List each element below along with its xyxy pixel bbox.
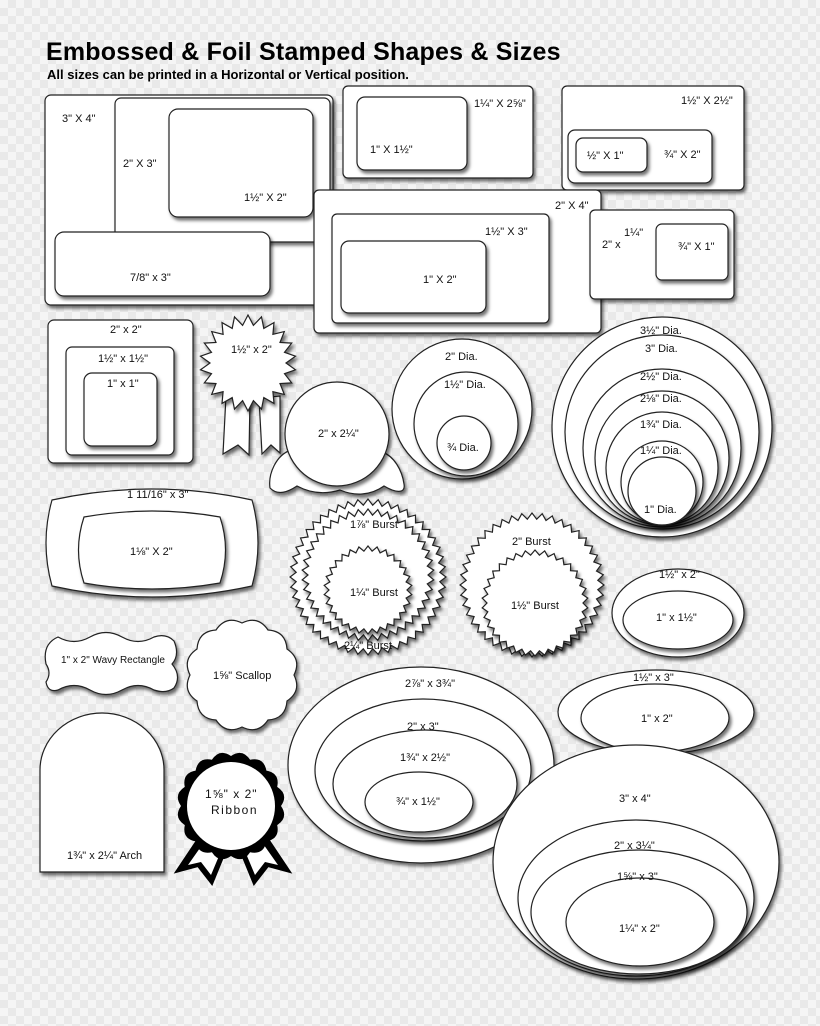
- label-oval-1.5x2: 1½" x 2": [659, 569, 700, 581]
- ribbon-inner-circle: [187, 762, 275, 850]
- burst-1.5: [481, 549, 589, 657]
- seal-starburst: [199, 313, 297, 413]
- label-oval-1x2: 1" x 2": [641, 713, 673, 725]
- ribbon-1.625x2: 1⅝" x 2" Ribbon: [173, 752, 293, 886]
- label-1.5dia: 1½" Dia.: [444, 379, 486, 391]
- label-2x1.25-b: 2" x: [602, 239, 621, 251]
- burst-group-2: 2" Burst 1½" Burst: [459, 512, 605, 658]
- label-square-2x2: 2" x 2": [110, 324, 142, 336]
- label-2.125dia: 2⅛" Dia.: [640, 393, 682, 405]
- rect-group-2x4: 2" X 4" 1½" X 3" 1" X 2": [313, 189, 602, 334]
- rect-group-3x4: 3" X 4" 2" X 3" 1½" X 2" 7/8" x 3": [44, 94, 334, 306]
- label-3x4: 3" X 4": [62, 113, 96, 125]
- label-2dia: 2" Dia.: [445, 351, 478, 363]
- seal-1.5x2: 1½" x 2": [199, 313, 297, 457]
- wavy-rectangle-shape: [44, 631, 179, 696]
- page-subtitle: All sizes can be printed in a Horizontal…: [47, 67, 409, 82]
- rect-0.5x1: [575, 137, 648, 173]
- wavy-rectangle: 1" x 2" Wavy Rectangle: [44, 631, 179, 696]
- circle-1dia: [627, 456, 697, 526]
- label-2.5dia: 2½" Dia.: [640, 371, 682, 383]
- label-scallop: 1⅝" Scallop: [213, 670, 271, 682]
- label-0.75dia: ¾ Dia.: [447, 442, 479, 454]
- label-burst-1.25: 1¼" Burst: [350, 587, 398, 599]
- oval-group-3x4: 3" x 4" 2" x 3¼" 1⅝" x 3" 1¼" x 2": [492, 744, 780, 980]
- label-1x1.5: 1" X 1½": [370, 144, 413, 156]
- label-square-1.5: 1½" x 1½": [98, 353, 148, 365]
- label-ribbon-1: 1⅝" x 2": [205, 787, 258, 801]
- label-pillow-1.125x2: 1⅛" X 2": [130, 546, 173, 558]
- label-1.25dia: 1¼" Dia.: [640, 445, 682, 457]
- label-2x3: 2" X 3": [123, 158, 157, 170]
- rect-group-1.25x2.625: 1¼" X 2⅝" 1" X 1½": [342, 85, 534, 179]
- label-oval-1x1.5: 1" x 1½": [656, 612, 697, 624]
- label-wavy: 1" x 2" Wavy Rectangle: [61, 655, 165, 666]
- label-1.5x3: 1½" X 3": [485, 226, 528, 238]
- rect-group-1.5x2.5: 1½" X 2½" ½" X 1" ¾" X 2": [561, 85, 745, 191]
- label-oval-2x3: 2" x 3": [407, 721, 439, 733]
- rect-group-2x1.25: 1¼" 2" x ¾" X 1": [589, 209, 735, 300]
- rect-1.5x2: [168, 108, 314, 218]
- burst-1.25: [323, 545, 413, 635]
- label-oval-1.25x2: 1¼" x 2": [619, 923, 660, 935]
- rect-0.75x1: [655, 223, 729, 281]
- label-burst-2.25: 2¼" Burst: [344, 640, 392, 652]
- rect-1x1.5: [356, 96, 468, 171]
- label-burst-1.875: 1⅞" Burst: [350, 519, 398, 531]
- label-square-1: 1" x 1": [107, 378, 139, 390]
- rect-1x2: [340, 240, 487, 314]
- circle-group-3.5dia: 3½" Dia. 3" Dia. 2½" Dia. 2⅛" Dia. 1¾" D…: [551, 316, 773, 538]
- label-oval-1.5x3: 1½" x 3": [633, 672, 674, 684]
- label-1.75dia: 1¾" Dia.: [640, 419, 682, 431]
- label-1.25x2.625: 1¼" X 2⅝": [474, 98, 526, 110]
- label-arch: 1¾" x 2¼" Arch: [67, 850, 142, 862]
- label-seal: 1½" x 2": [231, 344, 272, 356]
- oval-group-1.5x2: 1½" x 2" 1" x 1½": [611, 568, 745, 658]
- page-title: Embossed & Foil Stamped Shapes & Sizes: [46, 38, 561, 66]
- label-0.5x1: ½" X 1": [587, 150, 624, 162]
- badge-circle: [284, 381, 390, 487]
- label-oval-3x4: 3" x 4": [619, 793, 651, 805]
- oval-0.75x1.5: [364, 771, 474, 833]
- label-0.75x2: ¾" X 2": [664, 149, 701, 161]
- oval-group-1.5x3: 1½" x 3" 1" x 2": [557, 669, 755, 755]
- label-1x2: 1" X 2": [423, 274, 457, 286]
- label-1.5x2.5: 1½" X 2½": [681, 95, 733, 107]
- label-oval-2x3.25: 2" x 3¼": [614, 840, 655, 852]
- label-burst-2: 2" Burst: [512, 536, 551, 548]
- label-oval-1.75x2.5: 1¾" x 2½": [400, 752, 450, 764]
- pillow-1.125x2: [77, 510, 227, 590]
- oval-group-2.875x3.75: 2⅞" x 3¾" 2" x 3" 1¾" x 2½" ¾" x 1½": [287, 666, 555, 864]
- circle-group-2dia: 2" Dia. 1½" Dia. ¾ Dia.: [391, 338, 533, 480]
- circle-0.75dia: [436, 415, 492, 471]
- label-oval-2.875x3.75: 2⅞" x 3¾": [405, 678, 455, 690]
- scallop-shape: [186, 619, 298, 731]
- label-2x4: 2" X 4": [555, 200, 589, 212]
- burst-group-2.25: 1⅞" Burst 1¼" Burst 2¼" Burst: [289, 498, 447, 656]
- label-burst-1.5: 1½" Burst: [511, 600, 559, 612]
- label-2x1.25-a: 1¼": [624, 227, 643, 239]
- arch-shape: [39, 712, 165, 873]
- label-pillow-1.69x3: 1 11/16" x 3": [127, 489, 189, 501]
- label-oval-1.625x3: 1⅝" x 3": [617, 871, 658, 883]
- square-1x1: [83, 372, 158, 447]
- label-3dia: 3" Dia.: [645, 343, 678, 355]
- pillow-group: 1 11/16" x 3" 1⅛" X 2": [45, 488, 259, 598]
- badge-2x2.25: 2" x 2¼": [269, 381, 405, 495]
- label-3.5dia: 3½" Dia.: [640, 325, 682, 337]
- label-0.75x1: ¾" X 1": [678, 241, 715, 253]
- label-1dia: 1" Dia.: [644, 504, 677, 516]
- square-group: 2" x 2" 1½" x 1½" 1" x 1": [47, 319, 194, 464]
- label-oval-0.75x1.5: ¾" x 1½": [396, 796, 440, 808]
- arch-1.75x2.25: 1¾" x 2¼" Arch: [39, 712, 165, 873]
- scallop-1.625: 1⅝" Scallop: [186, 619, 298, 731]
- oval-1.25x2: [565, 877, 715, 967]
- label-7/8x3: 7/8" x 3": [130, 272, 171, 284]
- oval-1x1.5: [622, 590, 734, 650]
- label-1.5x2: 1½" X 2": [244, 192, 287, 204]
- label-ribbon-2: Ribbon: [211, 803, 258, 817]
- rect-7/8x3: [54, 231, 271, 297]
- label-badge: 2" x 2¼": [318, 428, 359, 440]
